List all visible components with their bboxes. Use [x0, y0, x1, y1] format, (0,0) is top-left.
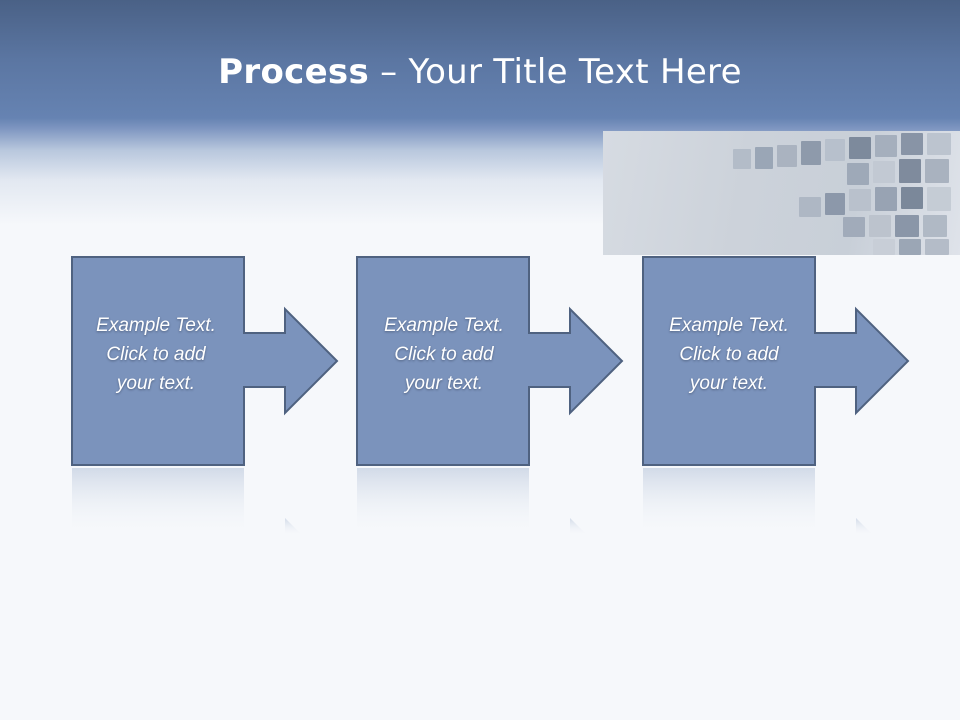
step-3-text[interactable]: Example Text. Click to add your text. [644, 311, 814, 398]
step-1-line-3: your text. [116, 373, 196, 394]
step-3-line-2: Click to add [679, 344, 779, 365]
step-1-reflection [72, 468, 303, 536]
step-2-text[interactable]: Example Text. Click to add your text. [359, 311, 529, 398]
step-2-line-2: Click to add [394, 344, 494, 365]
step-1-line-1: Example Text. [96, 315, 216, 336]
photo-collage-image [603, 131, 960, 255]
step-3-reflection [643, 468, 874, 536]
step-2-reflection [357, 468, 588, 536]
step-2-line-1: Example Text. [384, 315, 504, 336]
step-2-line-3: your text. [404, 373, 484, 394]
title-rest: – Your Title Text Here [369, 52, 742, 92]
step-3-arrow-shape[interactable] [642, 256, 910, 466]
step-2-arrow-shape[interactable] [356, 256, 624, 466]
step-1-arrow-shape[interactable] [71, 256, 339, 466]
step-1-line-2: Click to add [106, 344, 206, 365]
title-strong: Process [218, 52, 370, 92]
slide-title[interactable]: Process – Your Title Text Here [0, 52, 960, 92]
step-3-line-1: Example Text. [669, 315, 789, 336]
step-1-text[interactable]: Example Text. Click to add your text. [71, 311, 241, 398]
step-3-line-3: your text. [689, 373, 769, 394]
